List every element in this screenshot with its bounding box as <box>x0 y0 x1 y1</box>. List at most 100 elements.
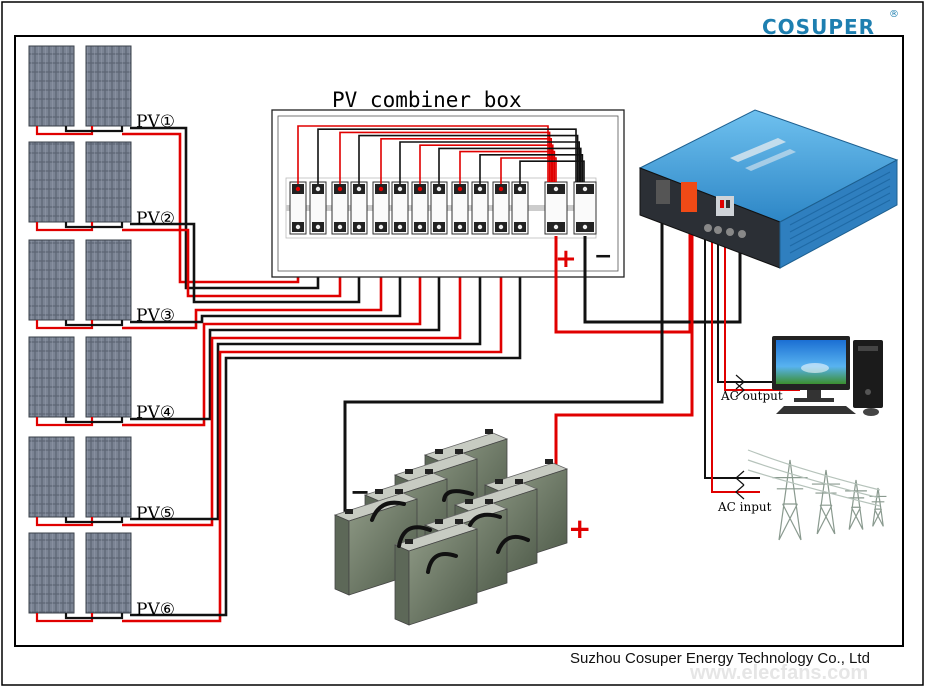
fuse-screw <box>553 224 559 230</box>
pv-label-3: PV③ <box>136 306 175 326</box>
power-tower <box>772 459 808 541</box>
panel-link-negative <box>64 517 124 524</box>
fuse-screw <box>582 186 588 192</box>
battery-terminal <box>435 449 443 454</box>
panel-link-negative <box>64 613 124 620</box>
fuse-screw <box>517 186 523 192</box>
fuse-holder <box>573 181 597 235</box>
battery-terminal <box>515 479 523 484</box>
busbar-negative <box>358 134 579 184</box>
fuse-screw <box>315 186 321 192</box>
fuse-screw <box>315 224 321 230</box>
battery-terminal <box>465 499 473 504</box>
panel-link-negative <box>64 417 124 424</box>
battery-terminal <box>455 449 463 454</box>
busbar-negative <box>519 160 585 184</box>
fuse-screw <box>457 224 463 230</box>
busbar-positive <box>500 157 557 184</box>
fuse-screw <box>397 186 403 192</box>
power-tower <box>845 479 867 530</box>
solar-panel <box>85 336 132 418</box>
fuse-screw <box>498 224 504 230</box>
brand-logo: COSUPER <box>762 15 876 39</box>
pv-array <box>28 45 132 623</box>
battery-terminal <box>405 539 413 544</box>
fuse-screw <box>295 224 301 230</box>
string-wire-negative <box>130 236 522 617</box>
solar-panel <box>28 436 75 518</box>
fuse-screw <box>356 224 362 230</box>
combiner-plus-sign: + <box>555 244 577 274</box>
solar-panel <box>28 45 75 127</box>
fuse-screw <box>477 186 483 192</box>
string-wire-positive <box>122 236 462 527</box>
battery-terminal <box>375 489 383 494</box>
power-grid <box>747 449 887 541</box>
battery-terminal <box>395 489 403 494</box>
power-tower <box>811 469 841 535</box>
battery-terminal <box>545 459 553 464</box>
ac-output-label: AC output <box>721 389 783 403</box>
battery-plus-sign: + <box>568 512 592 545</box>
solar-panel <box>28 141 75 223</box>
battery-side <box>394 544 410 626</box>
fuse-screw <box>378 224 384 230</box>
battery-terminal <box>455 519 463 524</box>
fuse-screw <box>295 186 301 192</box>
power-tower <box>869 487 887 527</box>
combiner-minus-sign: − <box>594 244 613 269</box>
solar-panel <box>28 336 75 418</box>
combiner-title: PV combiner box <box>332 88 522 112</box>
fuse-screw <box>378 186 384 192</box>
watermark: www.elecfans.com <box>690 662 869 684</box>
string-wire-positive <box>122 236 503 623</box>
battery-side <box>334 514 350 596</box>
busbar-positive <box>459 150 556 184</box>
fuse-screw <box>397 224 403 230</box>
fuse-screw <box>337 224 343 230</box>
fuse-screw <box>498 186 504 192</box>
footer-company: Suzhou Cosuper Energy Technology Co., Lt… <box>570 650 870 667</box>
solar-panel <box>85 436 132 518</box>
solar-panel <box>85 239 132 321</box>
string-wire-negative <box>130 222 361 304</box>
solar-panel <box>85 532 132 614</box>
string-wire-negative <box>130 236 482 521</box>
fuse-screw <box>356 186 362 192</box>
fuse-screw <box>517 224 523 230</box>
fuse-screw <box>582 224 588 230</box>
battery-terminal <box>345 509 353 514</box>
fuse-screw <box>457 186 463 192</box>
busbar-negative <box>479 154 584 184</box>
registered-mark: ® <box>889 9 899 20</box>
solar-panel <box>85 141 132 223</box>
solar-panel <box>28 532 75 614</box>
panel-link-negative <box>64 126 124 133</box>
combiner-fuses <box>289 181 597 235</box>
computer <box>772 336 883 416</box>
fuse-screw <box>553 186 559 192</box>
combiner-busbar <box>297 125 585 184</box>
battery-terminal <box>405 469 413 474</box>
inverter <box>638 109 899 269</box>
battery-terminal <box>485 499 493 504</box>
solar-panel <box>85 45 132 127</box>
fuse-screw <box>417 224 423 230</box>
battery-terminal <box>495 479 503 484</box>
battery-bank <box>333 429 569 626</box>
fuse-screw <box>417 186 423 192</box>
pv-string-wiring <box>122 126 522 623</box>
string-wire-positive <box>122 236 383 330</box>
battery-terminal <box>435 519 443 524</box>
battery-minus-sign: − <box>350 478 371 506</box>
string-wire-negative <box>130 236 441 421</box>
pv-label-2: PV② <box>136 209 175 229</box>
busbar-negative <box>438 147 582 184</box>
battery-terminal <box>485 429 493 434</box>
battery-terminal <box>425 469 433 474</box>
pv-label-6: PV⑥ <box>136 600 175 620</box>
pv-label-5: PV⑤ <box>136 504 175 524</box>
